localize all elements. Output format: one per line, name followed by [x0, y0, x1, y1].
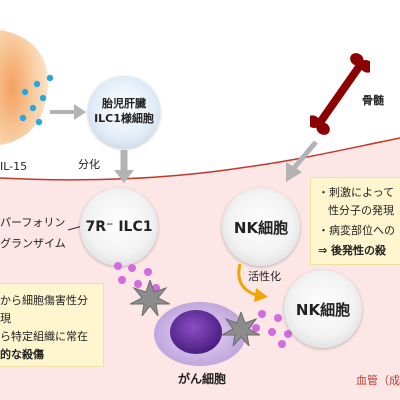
granule-dot — [118, 276, 126, 284]
cytokine-dot — [21, 88, 29, 96]
granule-dot — [278, 340, 286, 348]
bone-icon — [310, 53, 370, 135]
fetal-liver-ilc1-like-cell: 胎児肝臓 ILC1様細胞 — [88, 76, 160, 148]
ilc1-info-line1: から細胞傷害性分 — [0, 294, 88, 307]
ilc1-info-line4: 的な殺傷 — [0, 348, 44, 361]
nk-info-line1: ・刺激によって — [318, 186, 395, 199]
differentiation-label: 分化 — [78, 158, 100, 171]
nk-cell-top-label: NK細胞 — [233, 218, 289, 237]
nk-cell-bottom-label: NK細胞 — [295, 300, 351, 319]
granule-dot — [268, 328, 276, 336]
fetal-liver-illustration — [0, 30, 49, 145]
granule-dot — [144, 268, 152, 276]
nk-info-box — [310, 177, 400, 265]
granule-dot — [274, 314, 282, 322]
ilc1-info-line3: ら特定組織に常在 — [0, 330, 88, 343]
cytokine-dot — [33, 80, 41, 88]
cytokine-dot — [39, 94, 47, 102]
ilc1-info-box — [0, 283, 104, 367]
arrow-to-fetal-cell — [50, 104, 86, 120]
ilc1-cell: 7R⁻ ILC1 — [80, 188, 158, 266]
activation-label: 活性化 — [248, 270, 281, 283]
ilc1-cell-label: 7R⁻ ILC1 — [85, 219, 153, 235]
granule-dot — [134, 280, 142, 288]
blood-vessel-label: 血管（成 — [356, 374, 400, 387]
cytokine-dot — [19, 114, 27, 122]
granule-dot — [128, 264, 136, 272]
il15-cytokines — [19, 74, 54, 126]
granule-dot — [152, 284, 160, 292]
ilc1-granules — [114, 262, 160, 292]
perforin-label: パーフォリン — [0, 216, 66, 229]
activation-arrow — [237, 263, 268, 302]
fetal-cell-label-line2: ILC1様細胞 — [94, 112, 154, 125]
granzyme-label: グランザイム — [0, 237, 66, 250]
nk-cell-bottom: NK細胞 — [284, 270, 362, 348]
nk-cell-top: NK細胞 — [222, 188, 300, 266]
granule-dot — [114, 262, 122, 270]
differentiation-arrow — [114, 150, 134, 183]
bone-marrow-label: 骨髄 — [362, 94, 384, 107]
il15-label: IL-15 — [0, 160, 28, 173]
granule-dot — [284, 330, 292, 338]
cytokine-dot — [29, 104, 37, 112]
cancer-cell-label: がん細胞 — [178, 372, 227, 386]
nk-info-line3: ・病変部位への — [318, 224, 395, 237]
ilc1-info-line2: 現 — [0, 312, 11, 325]
arrow-bone-to-nk — [286, 140, 318, 182]
nk-info-line4: ⇒ 後発性の殺 — [318, 244, 387, 257]
damage-burst-right — [222, 312, 260, 346]
nk-info-line2: 性分子の発現 — [328, 204, 394, 217]
granule-dot — [252, 324, 260, 332]
cancer-cell — [154, 302, 246, 366]
cytokine-dot — [35, 118, 43, 126]
granule-dot — [258, 310, 266, 318]
damage-burst-left — [130, 280, 170, 316]
cytokine-dot — [46, 74, 54, 82]
nk-granules — [252, 310, 292, 348]
fetal-cell-label-line1: 胎児肝臓 — [102, 97, 146, 111]
